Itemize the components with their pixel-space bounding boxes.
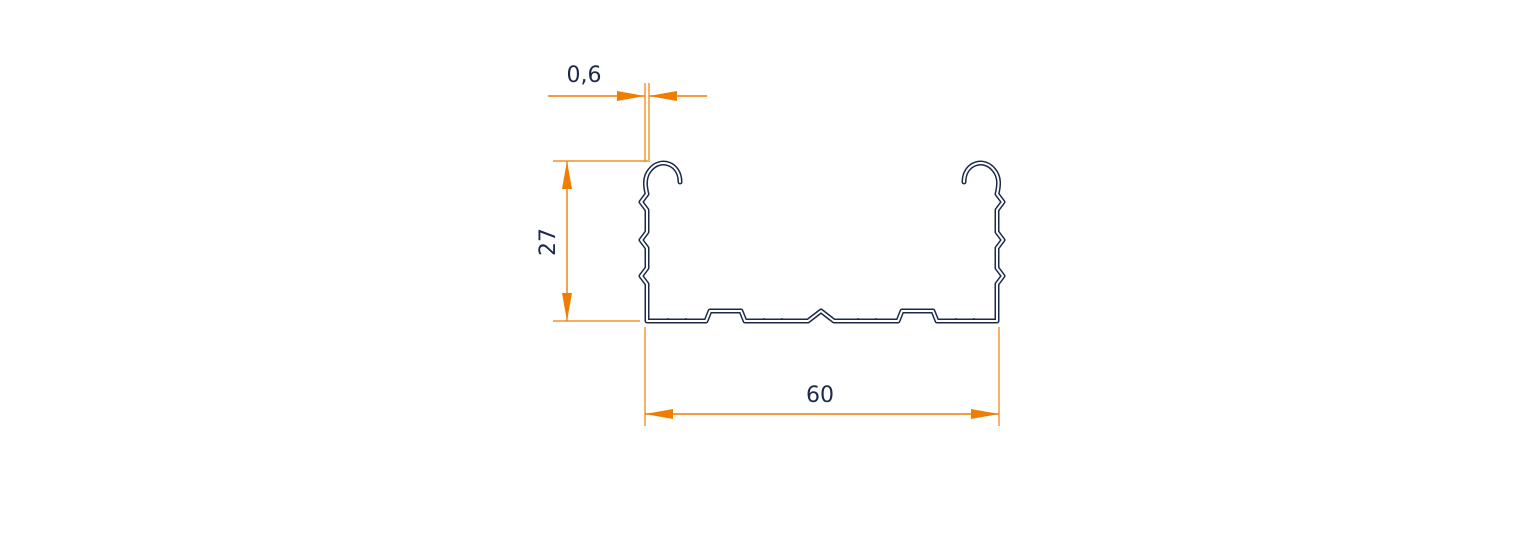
profile-inner-line — [640, 162, 1004, 322]
height-label: 27 — [536, 228, 561, 256]
width-label: 60 — [806, 383, 834, 408]
base-ribbing — [667, 318, 975, 320]
height-dimension: 27 — [536, 160, 648, 322]
width-dimension: 60 — [644, 327, 1000, 426]
thickness-dimension: 0,6 — [548, 63, 707, 162]
profile-cross-section — [638, 160, 1006, 324]
thickness-label: 0,6 — [567, 63, 602, 88]
profile-outline — [638, 160, 1006, 324]
